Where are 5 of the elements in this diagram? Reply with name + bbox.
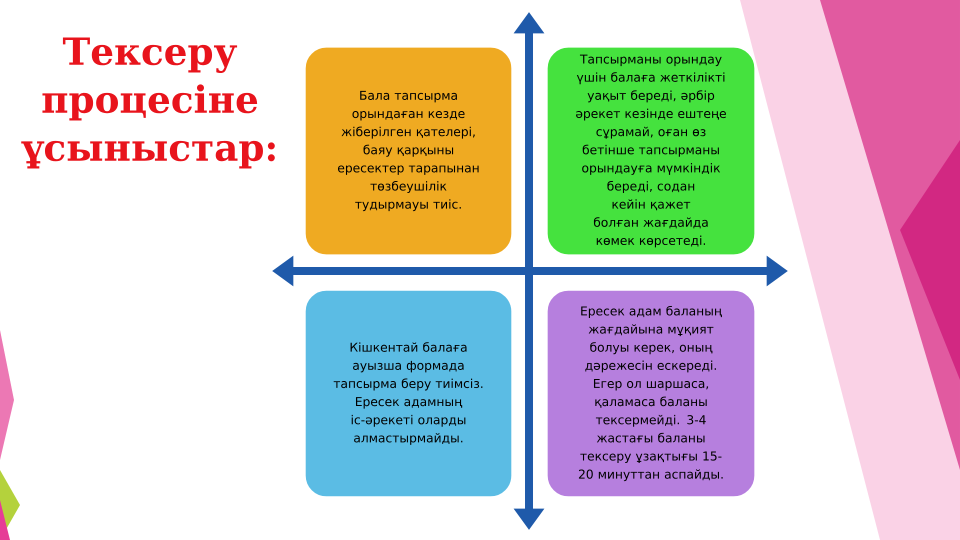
text-box: Ересек адам баланың жағдайына мұқият болуы керек, оның дәрежесін ескереді. Егер ол шаршаса, қаламаса баланы тексермейді. 3-4 жастағы баланы тексеру ұзақтығы 15-20 минуттан аспайды. — [546, 289, 756, 498]
text-box: Тапсырманы орындау үшін балаға жеткілікті уақыт береді, әрбір әрекет кезінде ештеңе сұрамай, оған өз бетінше тапсырманы орындауға мүмкіндік береді, содан кейін қажет болған жағдайда көмек көрсетеді. — [546, 46, 756, 256]
text-box: Бала тапсырма орындаған кезде жіберілген қателері, баяу қарқыны ересектер тарапынан төзбеушілік тудырмауы тиіс. — [304, 46, 513, 256]
title: Тексеру процесіне ұсыныстар: — [21, 38, 275, 168]
text-box: Кішкентай балаға ауызша формада тапсырма беру тиімсіз. Ересек адамның іс-әрекеті оларды алмастырмайды. — [304, 289, 513, 498]
